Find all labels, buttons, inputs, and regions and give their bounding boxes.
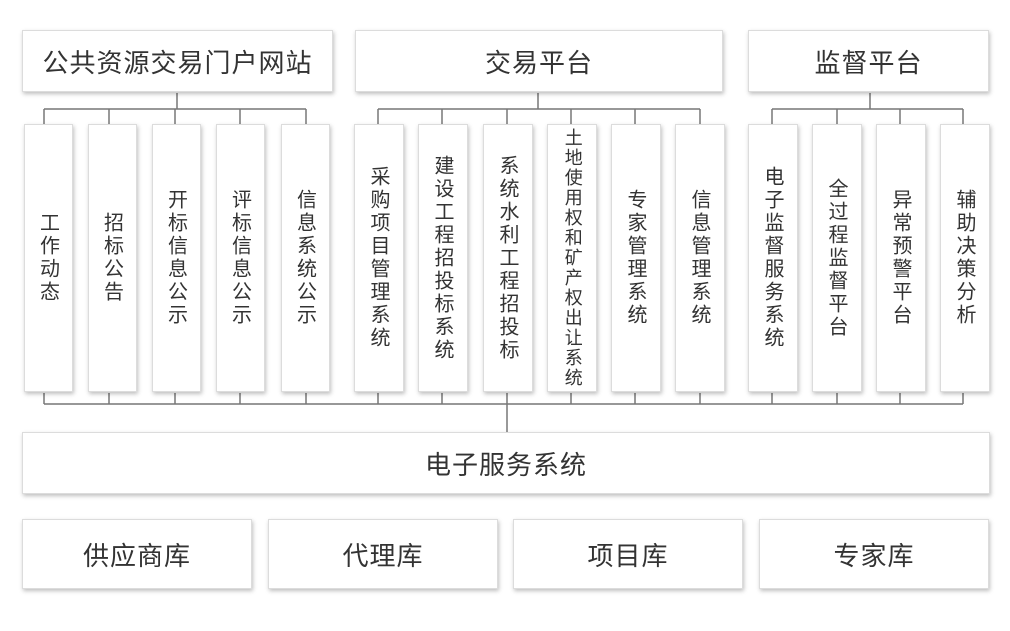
- module-label: 全过程监督平台: [825, 177, 849, 339]
- e-service-system-bar: 电子服务系统: [22, 432, 990, 494]
- module-label: 开标信息公示: [164, 189, 189, 327]
- module-label: 工作动态: [36, 212, 61, 304]
- db-supplier: 供应商库: [22, 519, 252, 589]
- db-label: 供应商库: [82, 541, 191, 572]
- module-label: 电子监督服务系统: [761, 166, 785, 350]
- module-water-conservancy-bidding: 系统水利工程招投标: [483, 124, 533, 392]
- db-agency: 代理库: [268, 519, 498, 589]
- module-label: 评标信息公示: [228, 189, 253, 327]
- module-work-news: 工作动态: [24, 124, 73, 392]
- module-e-supervision-service: 电子监督服务系统: [748, 124, 798, 392]
- module-info-mgmt: 信息管理系统: [675, 124, 725, 392]
- db-project: 项目库: [513, 519, 743, 589]
- module-label: 信息系统公示: [293, 189, 318, 327]
- db-label: 项目库: [587, 541, 669, 572]
- portal-header-label: 公共资源交易门户网站: [42, 48, 313, 79]
- db-label: 专家库: [833, 541, 915, 572]
- module-label: 系统水利工程招投标: [496, 154, 520, 362]
- module-label: 信息管理系统: [688, 189, 712, 327]
- portal-header: 公共资源交易门户网站: [22, 30, 333, 92]
- module-label: 辅助决策分析: [953, 189, 977, 327]
- supervision-platform-header: 监督平台: [748, 30, 989, 92]
- e-service-system-label: 电子服务系统: [424, 450, 587, 481]
- module-tender-notice: 招标公告: [88, 124, 137, 392]
- module-procurement-project-mgmt: 采购项目管理系统: [354, 124, 404, 392]
- module-bid-evaluation-info: 评标信息公示: [216, 124, 265, 392]
- module-decision-support: 辅助决策分析: [940, 124, 990, 392]
- module-construction-bidding: 建设工程招投标系统: [418, 124, 468, 392]
- module-label: 专家管理系统: [624, 189, 648, 327]
- module-label: 异常预警平台: [889, 189, 913, 327]
- module-label: 招标公告: [100, 212, 125, 304]
- module-anomaly-warning: 异常预警平台: [876, 124, 926, 392]
- db-label: 代理库: [342, 541, 424, 572]
- module-expert-mgmt: 专家管理系统: [611, 124, 661, 392]
- module-info-system-publicity: 信息系统公示: [281, 124, 330, 392]
- supervision-platform-header-label: 监督平台: [814, 48, 923, 79]
- module-label: 采购项目管理系统: [367, 166, 391, 350]
- module-bid-opening-info: 开标信息公示: [152, 124, 201, 392]
- db-expert: 专家库: [759, 519, 989, 589]
- module-label: 土地使用权和矿产权出让系统: [561, 128, 583, 388]
- trading-platform-header-label: 交易平台: [484, 48, 593, 79]
- module-land-mineral-rights: 土地使用权和矿产权出让系统: [547, 124, 597, 392]
- module-whole-process-supervision: 全过程监督平台: [812, 124, 862, 392]
- trading-platform-header: 交易平台: [355, 30, 723, 92]
- module-label: 建设工程招投标系统: [431, 154, 455, 362]
